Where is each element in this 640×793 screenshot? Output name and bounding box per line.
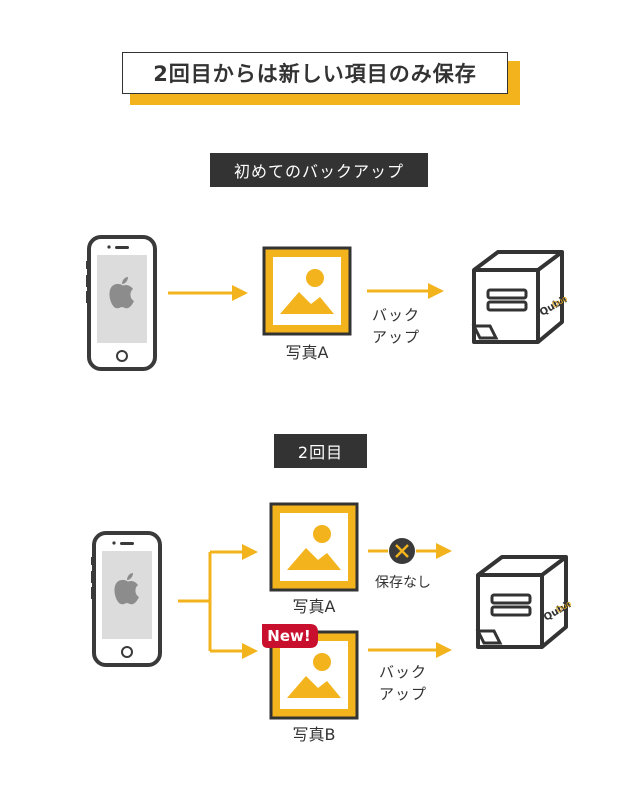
new-badge: New! <box>267 627 311 645</box>
photo-a-caption: 写真A <box>292 597 336 616</box>
section2-label: 2回目 <box>274 434 367 468</box>
no-save-label: 保存なし <box>375 575 431 591</box>
photo-b-caption: 写真B <box>292 725 336 744</box>
iphone-icon <box>89 531 162 667</box>
arrow-icon <box>178 544 258 659</box>
new-badge-bg <box>262 624 318 648</box>
backup-label-line1: バック <box>379 663 428 681</box>
arrow-icon <box>168 285 248 301</box>
backup-label: バック アップ <box>379 661 427 705</box>
arrow-icon <box>368 642 452 658</box>
iphone-icon <box>84 235 157 371</box>
arrow-icon <box>367 283 444 299</box>
backup-label: バック アップ <box>372 304 420 348</box>
backup-label-line2: アップ <box>379 685 428 703</box>
photo-icon <box>269 502 359 592</box>
page-title: 2回目からは新しい項目のみ保存 <box>122 52 508 94</box>
x-circle-icon <box>389 538 415 564</box>
photo-a-caption: 写真A <box>285 343 329 362</box>
backup-label-line2: アップ <box>372 328 421 346</box>
qubii-device-icon <box>476 555 576 649</box>
backup-label-line1: バック <box>372 306 421 324</box>
qubii-device-icon <box>472 250 572 344</box>
section1-label: 初めてのバックアップ <box>210 153 428 187</box>
arrow-icon <box>368 543 452 559</box>
photo-icon <box>262 246 352 336</box>
